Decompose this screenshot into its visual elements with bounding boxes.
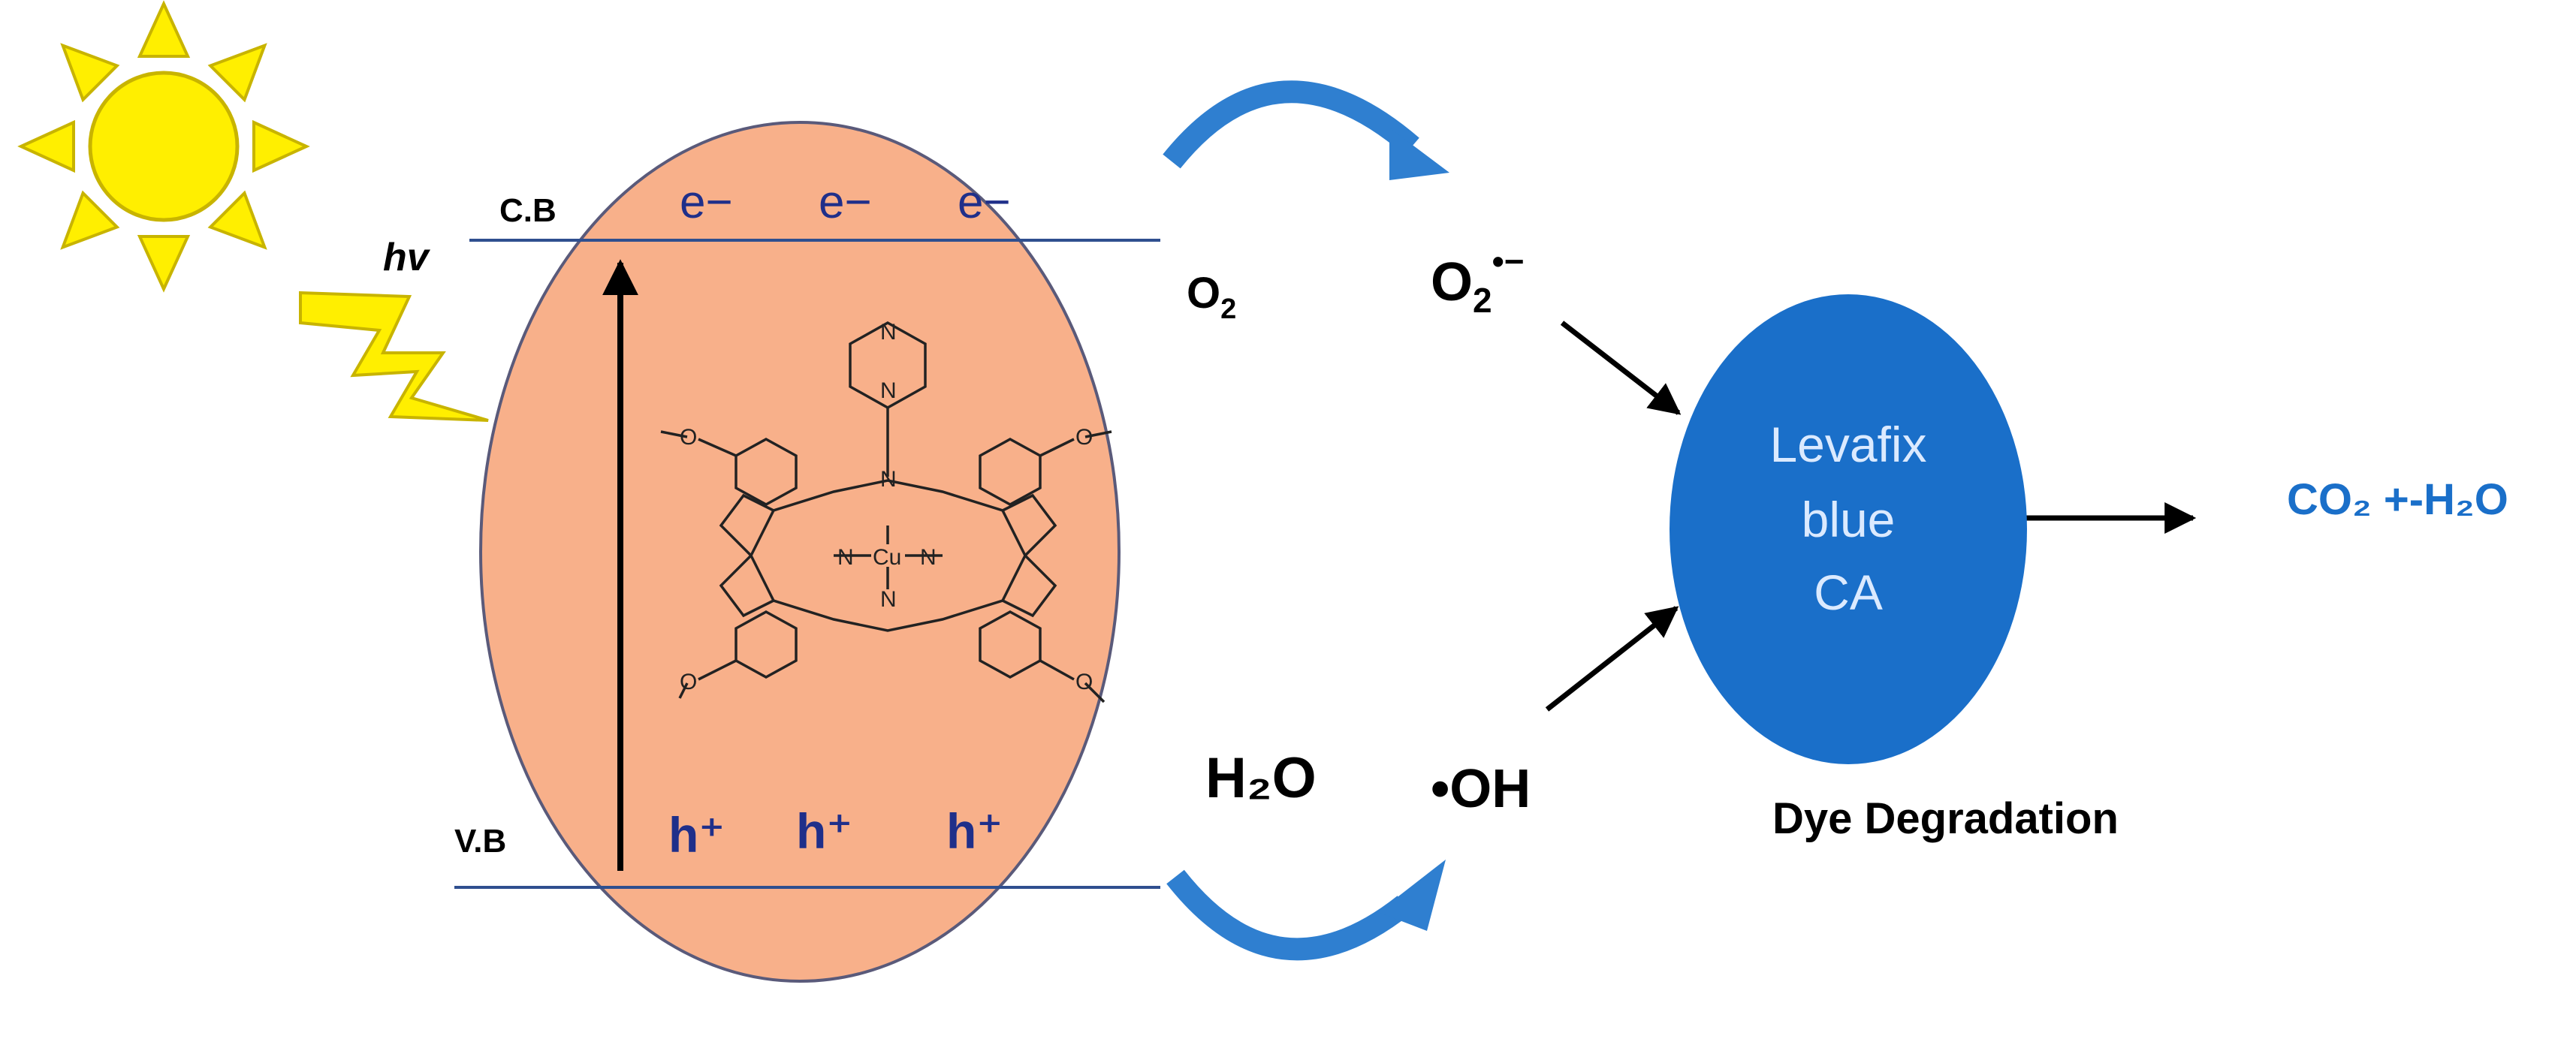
nitrogen-label: N xyxy=(880,587,897,612)
photon-label: hv xyxy=(383,236,431,279)
sun-ray-icon xyxy=(252,119,310,173)
nitrogen-label: N xyxy=(920,545,937,570)
dye-name-line2: blue xyxy=(1802,492,1896,547)
hydroxyl-radical-label: •OH xyxy=(1431,759,1531,819)
electron-label: e− xyxy=(958,176,1011,228)
oxygen-molecule-label: O2 xyxy=(1187,269,1236,325)
curved-arrow-bottom xyxy=(1166,860,1446,961)
dye-name-line3: CA xyxy=(1814,565,1883,620)
sun-icon xyxy=(17,0,310,293)
arrow-hydroxyl-to-dye xyxy=(1545,606,1679,712)
hole-label: h⁺ xyxy=(668,807,725,863)
porphyrin-atom-labels: Cu N N N N N N O O O O xyxy=(680,320,1093,694)
lightning-icon xyxy=(299,291,489,422)
electron-label: e− xyxy=(819,176,872,228)
water-label: H₂O xyxy=(1205,746,1317,810)
nitrogen-label: N xyxy=(837,545,854,570)
products-label: CO₂ +-H₂O xyxy=(2287,475,2508,524)
valence-band-label: V.B xyxy=(454,823,506,860)
sun-ray-icon xyxy=(207,190,267,250)
electron-label: e− xyxy=(680,176,733,228)
caption-label: Dye Degradation xyxy=(1772,794,2119,843)
sun-ray-icon xyxy=(17,119,75,173)
curved-arrow-top xyxy=(1163,80,1449,180)
photocatalyst-particle xyxy=(479,121,1121,983)
oxygen-label: O xyxy=(1075,425,1093,450)
nitrogen-label: N xyxy=(880,378,897,403)
oxygen-label: O xyxy=(680,670,697,694)
hole-label: h⁺ xyxy=(796,803,852,859)
sun-ray-icon xyxy=(60,190,120,250)
sun-ray-icon xyxy=(137,0,191,58)
dye-ellipse xyxy=(1670,294,2027,764)
conduction-band-label: C.B xyxy=(499,192,557,229)
metal-center-label: Cu xyxy=(873,545,901,570)
oxygen-label: O xyxy=(1075,670,1093,694)
sun-ray-icon xyxy=(60,43,120,103)
oxygen-label: O xyxy=(680,425,697,450)
hole-label: h⁺ xyxy=(946,803,1003,859)
dye-name-line1: Levafix xyxy=(1769,417,1926,472)
nitrogen-label: N xyxy=(880,320,897,345)
sun-ray-icon xyxy=(207,43,267,103)
superoxide-label: O2•− xyxy=(1431,242,1525,320)
arrow-superoxide-to-dye xyxy=(1560,321,1682,415)
nitrogen-label: N xyxy=(880,467,897,492)
sun-ray-icon xyxy=(137,235,191,293)
porphyrin-molecule xyxy=(660,321,1112,703)
